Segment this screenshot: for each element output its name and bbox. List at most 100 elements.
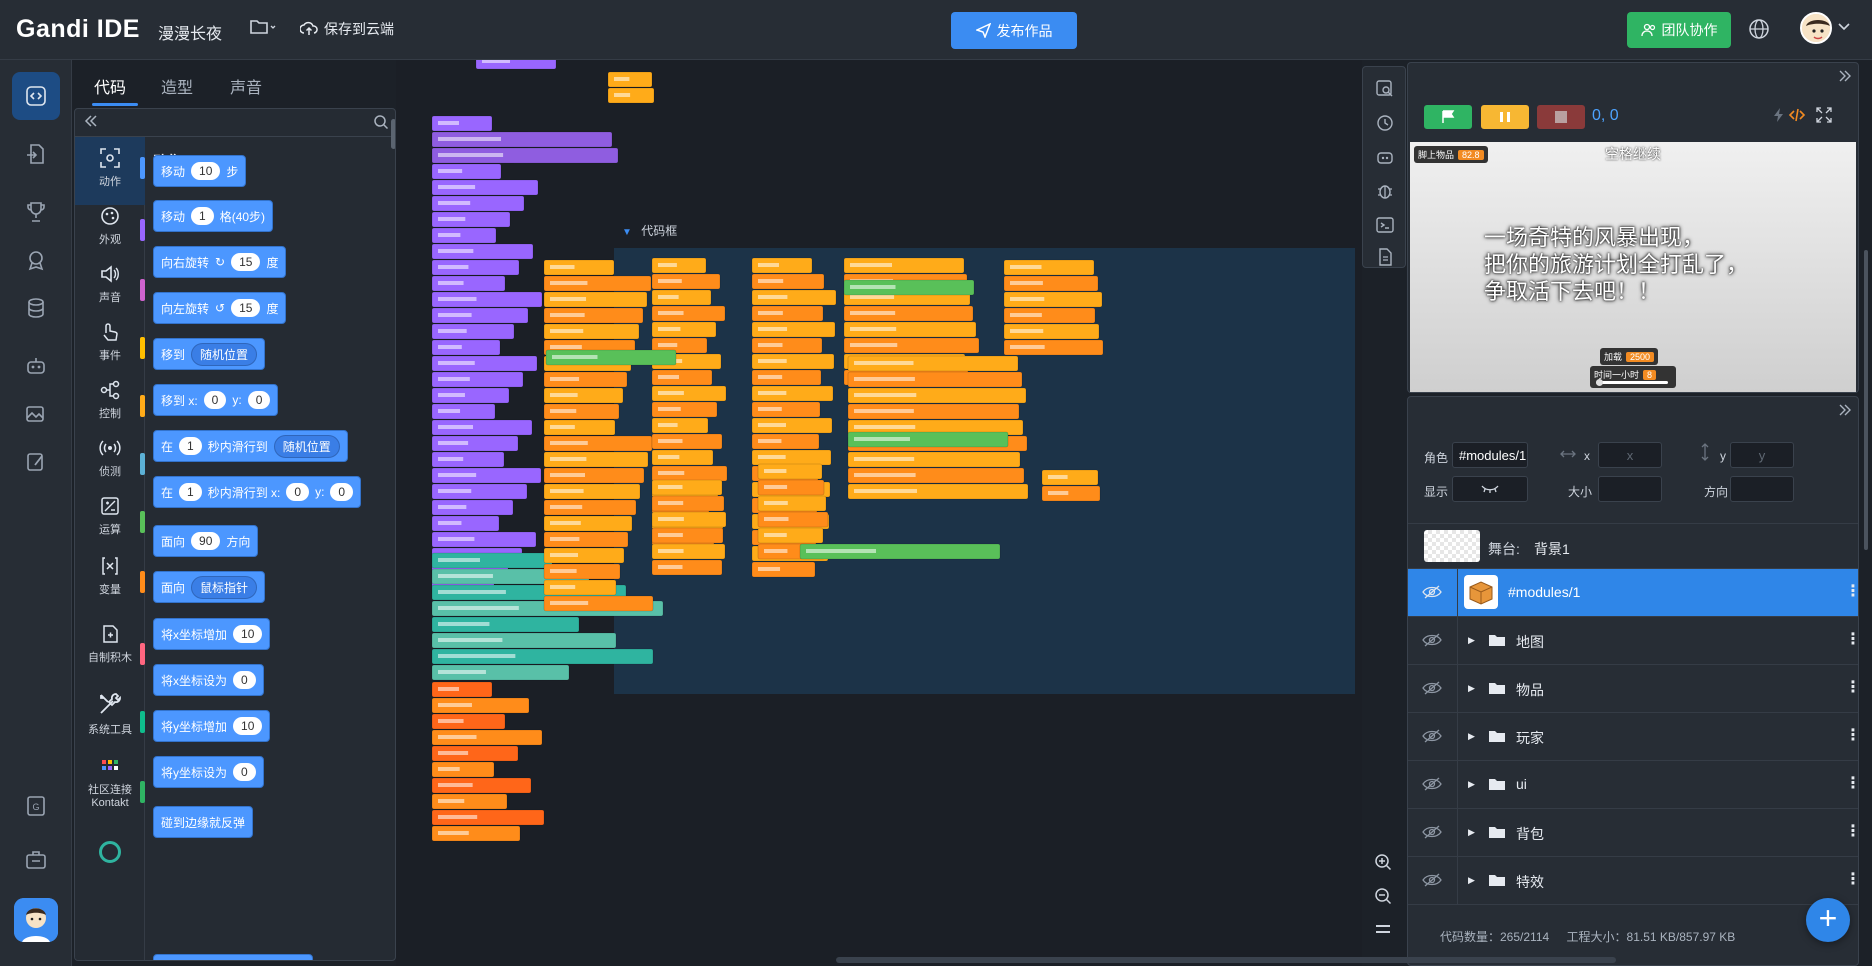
sprite-name-input[interactable]: #modules/1 <box>1452 442 1528 468</box>
block-number-input[interactable]: 10 <box>191 162 221 180</box>
sprite-folder-row[interactable]: ▶物品⋮ <box>1408 665 1858 713</box>
block-number-input[interactable]: 1 <box>179 437 202 455</box>
expand-double-right-icon[interactable] <box>1838 403 1852 421</box>
block-number-input[interactable]: 0 <box>233 671 256 689</box>
save-to-cloud-button[interactable]: 保存到云端 <box>300 19 394 39</box>
x-input[interactable]: x <box>1598 442 1662 468</box>
code-tag-icon[interactable] <box>1788 107 1806 128</box>
globe-icon[interactable] <box>1748 18 1770 45</box>
user-avatar[interactable] <box>1800 12 1832 44</box>
control-script-1[interactable] <box>543 259 654 612</box>
looks-script-stack[interactable] <box>431 115 543 596</box>
category-system-tools[interactable]: 系统工具 <box>75 681 145 749</box>
control-script-9[interactable] <box>1041 469 1101 502</box>
nav-brush-icon[interactable] <box>12 438 60 486</box>
bug-icon[interactable] <box>1375 181 1395 201</box>
eye-slash-icon[interactable] <box>1422 728 1442 747</box>
control-script-7[interactable] <box>651 479 727 576</box>
motion-block[interactable]: 面向鼠标指针 <box>153 571 266 603</box>
more-vertical-icon[interactable]: ⋮ <box>1845 629 1858 649</box>
user-profile-avatar[interactable] <box>14 898 58 942</box>
control-script-5[interactable] <box>1003 259 1104 356</box>
eye-slash-icon[interactable] <box>1422 680 1442 699</box>
fullscreen-icon[interactable] <box>1816 107 1832 128</box>
tab-costumes[interactable]: 造型 <box>161 80 194 97</box>
more-vertical-icon[interactable]: ⋮ <box>1845 677 1858 697</box>
team-collab-button[interactable]: 团队协作 <box>1627 12 1731 48</box>
nav-code-icon[interactable] <box>12 72 60 120</box>
control-script-6[interactable] <box>847 355 1029 500</box>
green-flag-button[interactable] <box>1424 105 1472 129</box>
zoom-reset-icon[interactable] <box>1374 922 1392 941</box>
zoom-out-icon[interactable] <box>1373 886 1393 911</box>
more-vertical-icon[interactable]: ⋮ <box>1845 869 1858 889</box>
collapse-double-left-icon[interactable] <box>83 114 99 133</box>
category-control[interactable]: 控制 <box>75 369 145 437</box>
pause-button[interactable] <box>1481 105 1529 129</box>
sprite-panel-scrollbar[interactable] <box>1864 250 1868 550</box>
sprite-folder-row[interactable]: ▶背包⋮ <box>1408 809 1858 857</box>
expand-triangle-icon[interactable]: ▶ <box>1468 827 1475 837</box>
y-input[interactable]: y <box>1730 442 1794 468</box>
expand-double-right-icon[interactable] <box>1838 69 1852 87</box>
block-number-input[interactable]: 15 <box>231 253 261 271</box>
more-vertical-icon[interactable]: ⋮ <box>1845 773 1858 793</box>
chevron-down-icon[interactable] <box>1838 20 1850 34</box>
extension-circle-icon[interactable] <box>99 841 121 863</box>
sprite-folder-row[interactable]: ▶玩家⋮ <box>1408 713 1858 761</box>
block-number-input[interactable]: 0 <box>330 483 354 501</box>
operator-reporter[interactable] <box>843 279 975 296</box>
palette-scrollbar[interactable] <box>391 119 395 149</box>
block-number-input[interactable]: 0 <box>203 391 227 409</box>
sprite-folder-row[interactable]: ▶地图⋮ <box>1408 617 1858 665</box>
sprite-row[interactable]: #modules/1 ⋮ <box>1408 569 1858 617</box>
eye-slash-icon[interactable] <box>1422 776 1442 795</box>
block-number-input[interactable]: 10 <box>233 717 263 735</box>
size-input[interactable] <box>1598 476 1662 502</box>
block-number-input[interactable]: 90 <box>191 532 221 550</box>
nav-robot-icon[interactable] <box>12 342 60 390</box>
block-number-input[interactable]: 1 <box>179 483 202 501</box>
sprite-folder-row[interactable]: ▶ui⋮ <box>1408 761 1858 809</box>
block-dropdown[interactable]: 随机位置 <box>191 342 258 366</box>
expand-triangle-icon[interactable]: ▶ <box>1468 779 1475 789</box>
motion-block[interactable]: 碰到边缘就反弹 <box>153 806 254 838</box>
monitor-time-slider[interactable] <box>1596 379 1668 386</box>
control-script-8[interactable] <box>757 463 829 560</box>
category-looks[interactable]: 外观 <box>75 195 145 263</box>
motion-block-partial[interactable] <box>153 954 313 960</box>
block-number-input[interactable]: 15 <box>231 299 261 317</box>
search-icon[interactable] <box>373 114 389 135</box>
search-code-icon[interactable] <box>1375 79 1395 99</box>
expand-triangle-icon[interactable]: ▶ <box>1468 875 1475 885</box>
more-vertical-icon[interactable]: ⋮ <box>1845 821 1858 841</box>
category-events[interactable]: 事件 <box>75 311 145 379</box>
block-number-input[interactable]: 0 <box>247 391 271 409</box>
folder-menu-icon[interactable] <box>250 18 276 40</box>
project-name[interactable]: 漫漫长夜 <box>158 26 223 43</box>
eye-slash-icon[interactable] <box>1422 824 1442 843</box>
block-dropdown[interactable]: 随机位置 <box>273 434 340 458</box>
nav-gandi-g-icon[interactable]: G <box>12 782 60 830</box>
expand-triangle-icon[interactable]: ▶ <box>1468 683 1475 693</box>
motion-block[interactable]: 移到随机位置 <box>153 338 266 370</box>
operator-reporter-2[interactable] <box>847 431 1009 448</box>
variable-script-stack[interactable] <box>431 681 545 842</box>
expand-triangle-icon[interactable]: ▶ <box>1468 731 1475 741</box>
looks-script-top[interactable] <box>475 60 557 70</box>
robot-assistant-icon[interactable] <box>1375 147 1395 167</box>
block-number-input[interactable]: 0 <box>233 763 256 781</box>
nav-import-icon[interactable] <box>12 130 60 178</box>
sprite-folder-row[interactable]: ▶特效⋮ <box>1408 857 1858 905</box>
stage-selector-row[interactable]: 舞台: 背景1 <box>1408 523 1858 569</box>
eye-slash-icon[interactable] <box>1422 584 1442 603</box>
category-operators[interactable]: 运算 <box>75 485 145 553</box>
visibility-toggle[interactable] <box>1452 476 1528 502</box>
